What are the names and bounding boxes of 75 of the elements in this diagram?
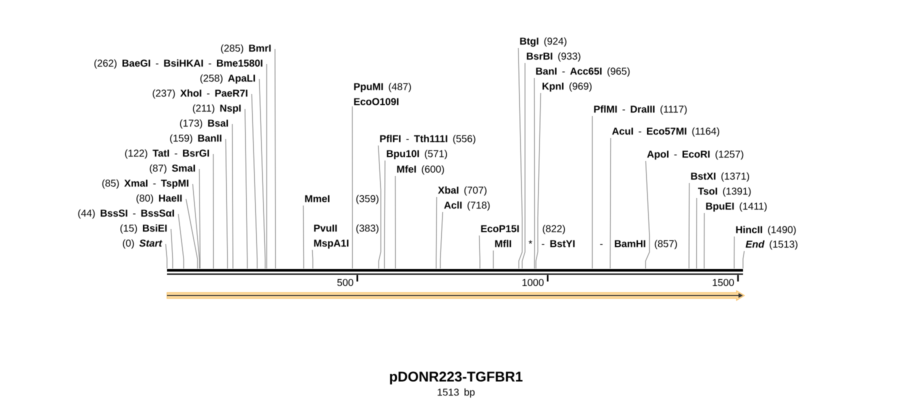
- leader-line: [536, 92, 542, 269]
- leader-line: [274, 48, 276, 269]
- enzyme-label: MmeI (359): [305, 194, 378, 204]
- leader-line: [378, 145, 382, 269]
- sequence-length: 1513 bp: [438, 388, 475, 398]
- leader-line: [251, 94, 258, 269]
- leader-line: [610, 138, 612, 269]
- leader-line: [266, 64, 268, 269]
- leader-line: [534, 78, 535, 269]
- leader-line: [212, 154, 214, 269]
- enzyme-label: (237) XhoI - PaeR7I: [152, 89, 248, 99]
- enzyme-label: KpnI (969): [542, 82, 592, 92]
- enzyme-label: BtgI (924): [520, 37, 566, 47]
- enzyme-label: (87) SmaI: [150, 164, 195, 174]
- leader-line: [696, 198, 698, 269]
- leader-line: [592, 116, 593, 269]
- enzyme-label: XbaI (707): [438, 186, 486, 196]
- sequence-bar: [167, 269, 743, 275]
- leader-line: [170, 228, 174, 269]
- leader-line: [384, 160, 386, 269]
- enzyme-label: PpuMI (487) EcoO109I: [354, 82, 411, 106]
- leader-line: [198, 168, 200, 269]
- leader-line: [165, 244, 168, 269]
- leader-line: [232, 124, 234, 269]
- leader-line: [258, 78, 266, 269]
- enzyme-label: (262) BaeGI - BsiHKAI - Bme1580I: [94, 59, 262, 69]
- leader-line: [742, 250, 745, 269]
- leader-line: [192, 184, 200, 269]
- leader-line: [186, 198, 198, 269]
- leader-line: [178, 214, 184, 269]
- enzyme-label: (173) BsaI: [180, 119, 228, 129]
- enzyme-label: BpuEI (1411): [706, 202, 767, 212]
- enzyme-label: (85) XmaI - TspMI: [102, 179, 188, 189]
- enzyme-label: BanI - Acc65I (965): [536, 67, 630, 77]
- enzyme-label: (159) BanII: [170, 134, 222, 144]
- leader-line: [518, 48, 523, 269]
- leader-line: [352, 106, 353, 269]
- enzyme-label: BstXI (1371): [691, 172, 750, 182]
- enzyme-label: (44) BssSI - BssSαI: [78, 209, 174, 219]
- leader-line: [478, 235, 480, 269]
- enzyme-label: AcuI - Eco57MI (1164): [612, 127, 720, 137]
- enzyme-label: BsrBI (933): [526, 52, 580, 62]
- enzyme-label: TsoI (1391): [698, 187, 751, 197]
- enzyme-label: (258) ApaLI: [200, 74, 255, 84]
- enzyme-label: AclI (718): [444, 201, 490, 211]
- enzyme-label: End (1513): [746, 240, 798, 250]
- leader-line: [244, 108, 248, 269]
- enzyme-label: ApoI - EcoRI (1257): [647, 150, 744, 160]
- enzyme-label: Bpu10I (571): [386, 150, 447, 160]
- leader-line: [645, 160, 650, 269]
- enzyme-label: PvuII (383) MspA1I: [314, 224, 378, 249]
- leader-line: [302, 205, 304, 269]
- enzyme-label: (122) TatI - BsrGI: [125, 149, 209, 159]
- enzyme-label: (285) BmrI: [221, 44, 271, 54]
- leader-line: [436, 196, 438, 269]
- enzyme-label: MfeI (600): [397, 165, 444, 175]
- leader-line: [225, 138, 228, 269]
- enzyme-label: MflI * - BstYI - BamHI (857): [495, 240, 677, 250]
- leader-line: [522, 62, 526, 269]
- enzyme-label: (211) NspI: [192, 104, 241, 114]
- map-title: pDONR223-TGFBR1: [390, 372, 522, 384]
- enzyme-label: EcoP15I (822): [481, 224, 565, 234]
- leader-line: [734, 236, 735, 269]
- leader-line: [492, 250, 494, 269]
- enzyme-label: (80) HaeII: [136, 194, 182, 204]
- leader-line: [688, 182, 690, 269]
- enzyme-label: (0) Start: [122, 239, 162, 249]
- leader-line: [312, 250, 314, 269]
- enzyme-label: PflFI - Tth111I (556): [380, 134, 476, 144]
- leader-line: [394, 176, 396, 269]
- enzyme-label: PflMI - DraIII (1117): [594, 105, 687, 115]
- leader-line: [440, 212, 444, 269]
- enzyme-label: (15) BsiEI: [120, 224, 167, 234]
- leader-line: [704, 212, 705, 269]
- enzyme-label: HincII (1490): [736, 226, 796, 236]
